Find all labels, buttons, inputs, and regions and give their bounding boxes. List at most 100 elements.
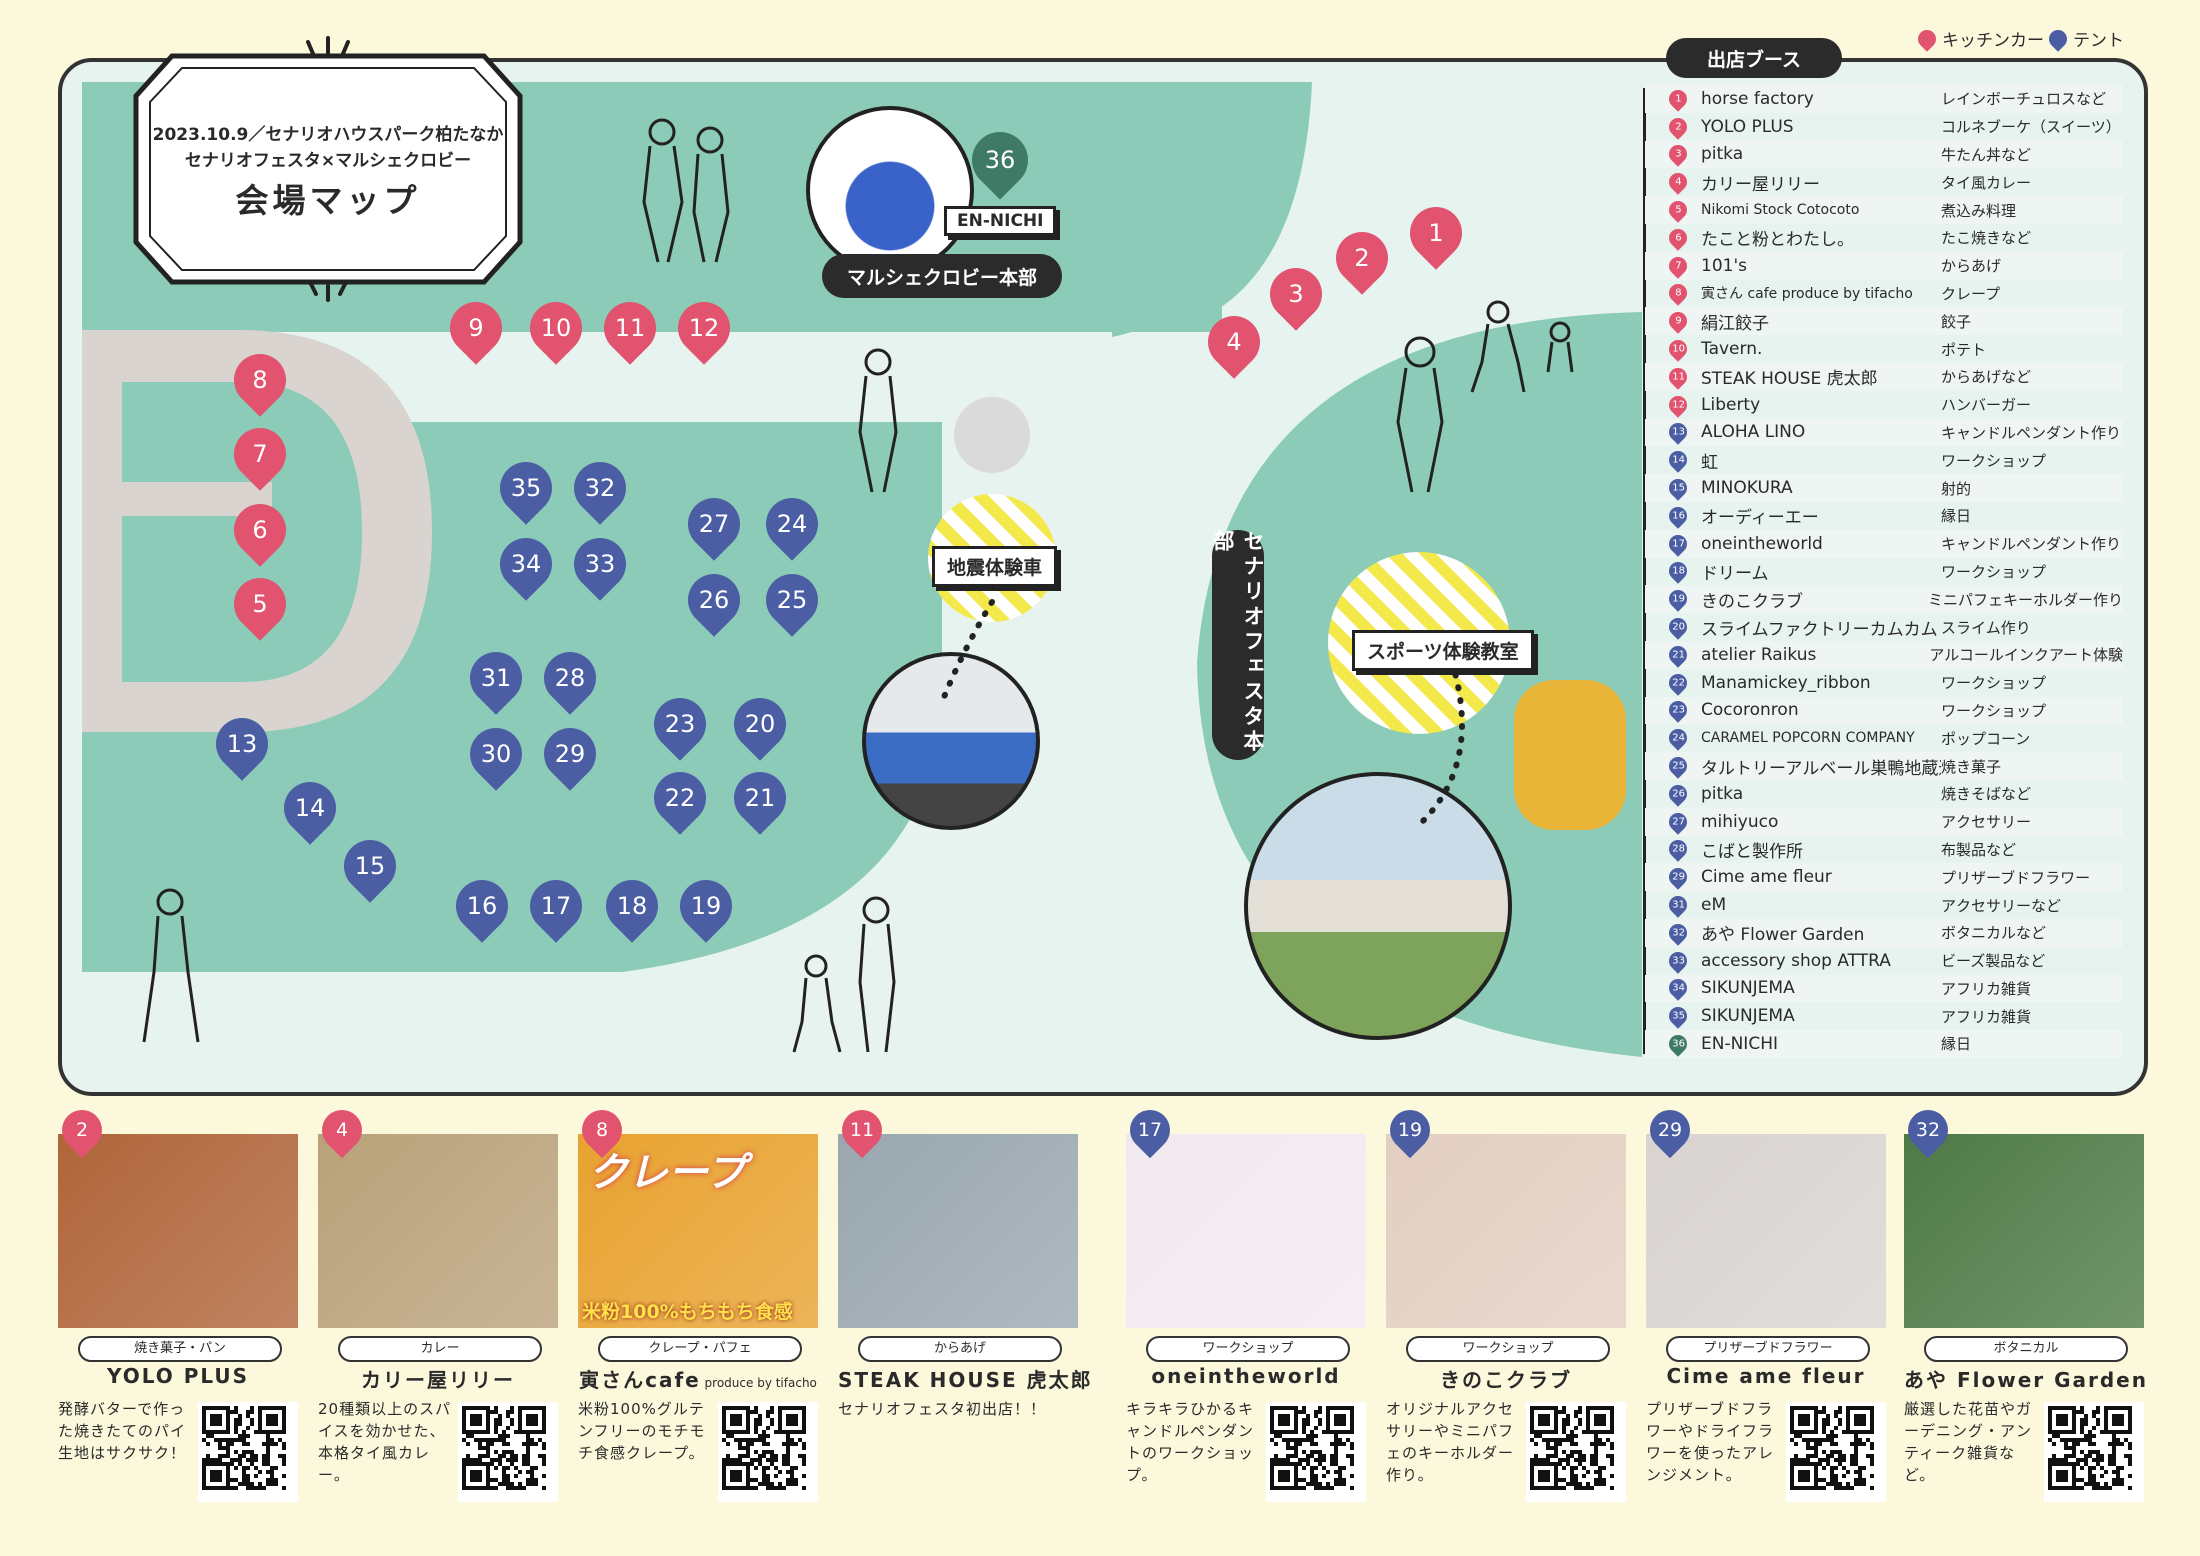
booth-number: 19 bbox=[1671, 593, 1685, 605]
map-pin-11[interactable]: 11 bbox=[593, 291, 667, 365]
map-pin-9[interactable]: 9 bbox=[439, 291, 513, 365]
card-pin-17[interactable]: 17 bbox=[1121, 1101, 1179, 1159]
map-pin-6[interactable]: 6 bbox=[223, 493, 297, 567]
map-pin-15[interactable]: 15 bbox=[333, 829, 407, 903]
map-pin-31[interactable]: 31 bbox=[459, 641, 533, 715]
qr-code-icon[interactable] bbox=[718, 1402, 818, 1502]
card-pin-32[interactable]: 32 bbox=[1899, 1101, 1957, 1159]
map-pin-36[interactable]: 36 bbox=[960, 120, 1040, 200]
map-pin-32[interactable]: 32 bbox=[563, 451, 637, 525]
qr-code-icon[interactable] bbox=[458, 1402, 558, 1502]
card-description: セナリオフェスタ初出店！！ bbox=[838, 1400, 1047, 1418]
map-pin-23[interactable]: 23 bbox=[643, 687, 717, 761]
card-pin-4[interactable]: 4 bbox=[313, 1101, 371, 1159]
qr-code-icon[interactable] bbox=[1266, 1402, 1366, 1502]
booth-number-pin-icon: 12 bbox=[1665, 391, 1691, 418]
map-pin-29[interactable]: 29 bbox=[533, 717, 607, 791]
map-pin-26[interactable]: 26 bbox=[677, 563, 751, 637]
map-pin-19[interactable]: 19 bbox=[669, 869, 743, 943]
map-pin-17[interactable]: 17 bbox=[519, 869, 593, 943]
qr-code-icon[interactable] bbox=[1526, 1402, 1626, 1502]
map-pin-4[interactable]: 4 bbox=[1197, 305, 1271, 379]
map-pin-10[interactable]: 10 bbox=[519, 291, 593, 365]
map-pin-24[interactable]: 24 bbox=[755, 487, 829, 561]
map-pin-25[interactable]: 25 bbox=[755, 563, 829, 637]
map-pin-3[interactable]: 3 bbox=[1259, 257, 1333, 331]
card-pin-29[interactable]: 29 bbox=[1641, 1101, 1699, 1159]
qr-code-icon[interactable] bbox=[198, 1402, 298, 1502]
qr-code-icon[interactable] bbox=[2044, 1402, 2144, 1502]
map-pin-2[interactable]: 2 bbox=[1325, 221, 1399, 295]
map-pin-27[interactable]: 27 bbox=[677, 487, 751, 561]
map-pin-33[interactable]: 33 bbox=[563, 527, 637, 601]
booth-row[interactable]: 25タルトリーアルベール巣鴨地蔵通り本店焼き菓子 bbox=[1645, 752, 2123, 780]
map-pin-16[interactable]: 16 bbox=[445, 869, 519, 943]
map-pin-28[interactable]: 28 bbox=[533, 641, 607, 715]
qr-code-icon[interactable] bbox=[1786, 1402, 1886, 1502]
card-pin-8[interactable]: 8 bbox=[573, 1101, 631, 1159]
card-pin-11[interactable]: 11 bbox=[833, 1101, 891, 1159]
card-pin-2[interactable]: 2 bbox=[53, 1101, 111, 1159]
map-pin-21[interactable]: 21 bbox=[723, 761, 797, 835]
map-pin-1[interactable]: 1 bbox=[1399, 196, 1473, 270]
booth-category: ワークショップ bbox=[1941, 701, 2047, 720]
map-pin-18[interactable]: 18 bbox=[595, 869, 669, 943]
map-pin-20[interactable]: 20 bbox=[723, 687, 797, 761]
map-pin-7[interactable]: 7 bbox=[223, 417, 297, 491]
map-pin-13[interactable]: 13 bbox=[205, 707, 279, 781]
map-pin-5[interactable]: 5 bbox=[223, 567, 297, 641]
map-pin-34[interactable]: 34 bbox=[489, 527, 563, 601]
booth-name: STEAK HOUSE 虎太郎 bbox=[1701, 369, 1878, 390]
map-pin-22[interactable]: 22 bbox=[643, 761, 717, 835]
card-pin-19[interactable]: 19 bbox=[1381, 1101, 1439, 1159]
booth-number-pin-icon: 16 bbox=[1665, 503, 1691, 529]
map-pin-12[interactable]: 12 bbox=[667, 291, 741, 365]
map-pin-14[interactable]: 14 bbox=[273, 771, 347, 845]
map-pin-30[interactable]: 30 bbox=[459, 717, 533, 791]
map-pin-8[interactable]: 8 bbox=[223, 343, 297, 417]
map-pin-35[interactable]: 35 bbox=[489, 451, 563, 525]
